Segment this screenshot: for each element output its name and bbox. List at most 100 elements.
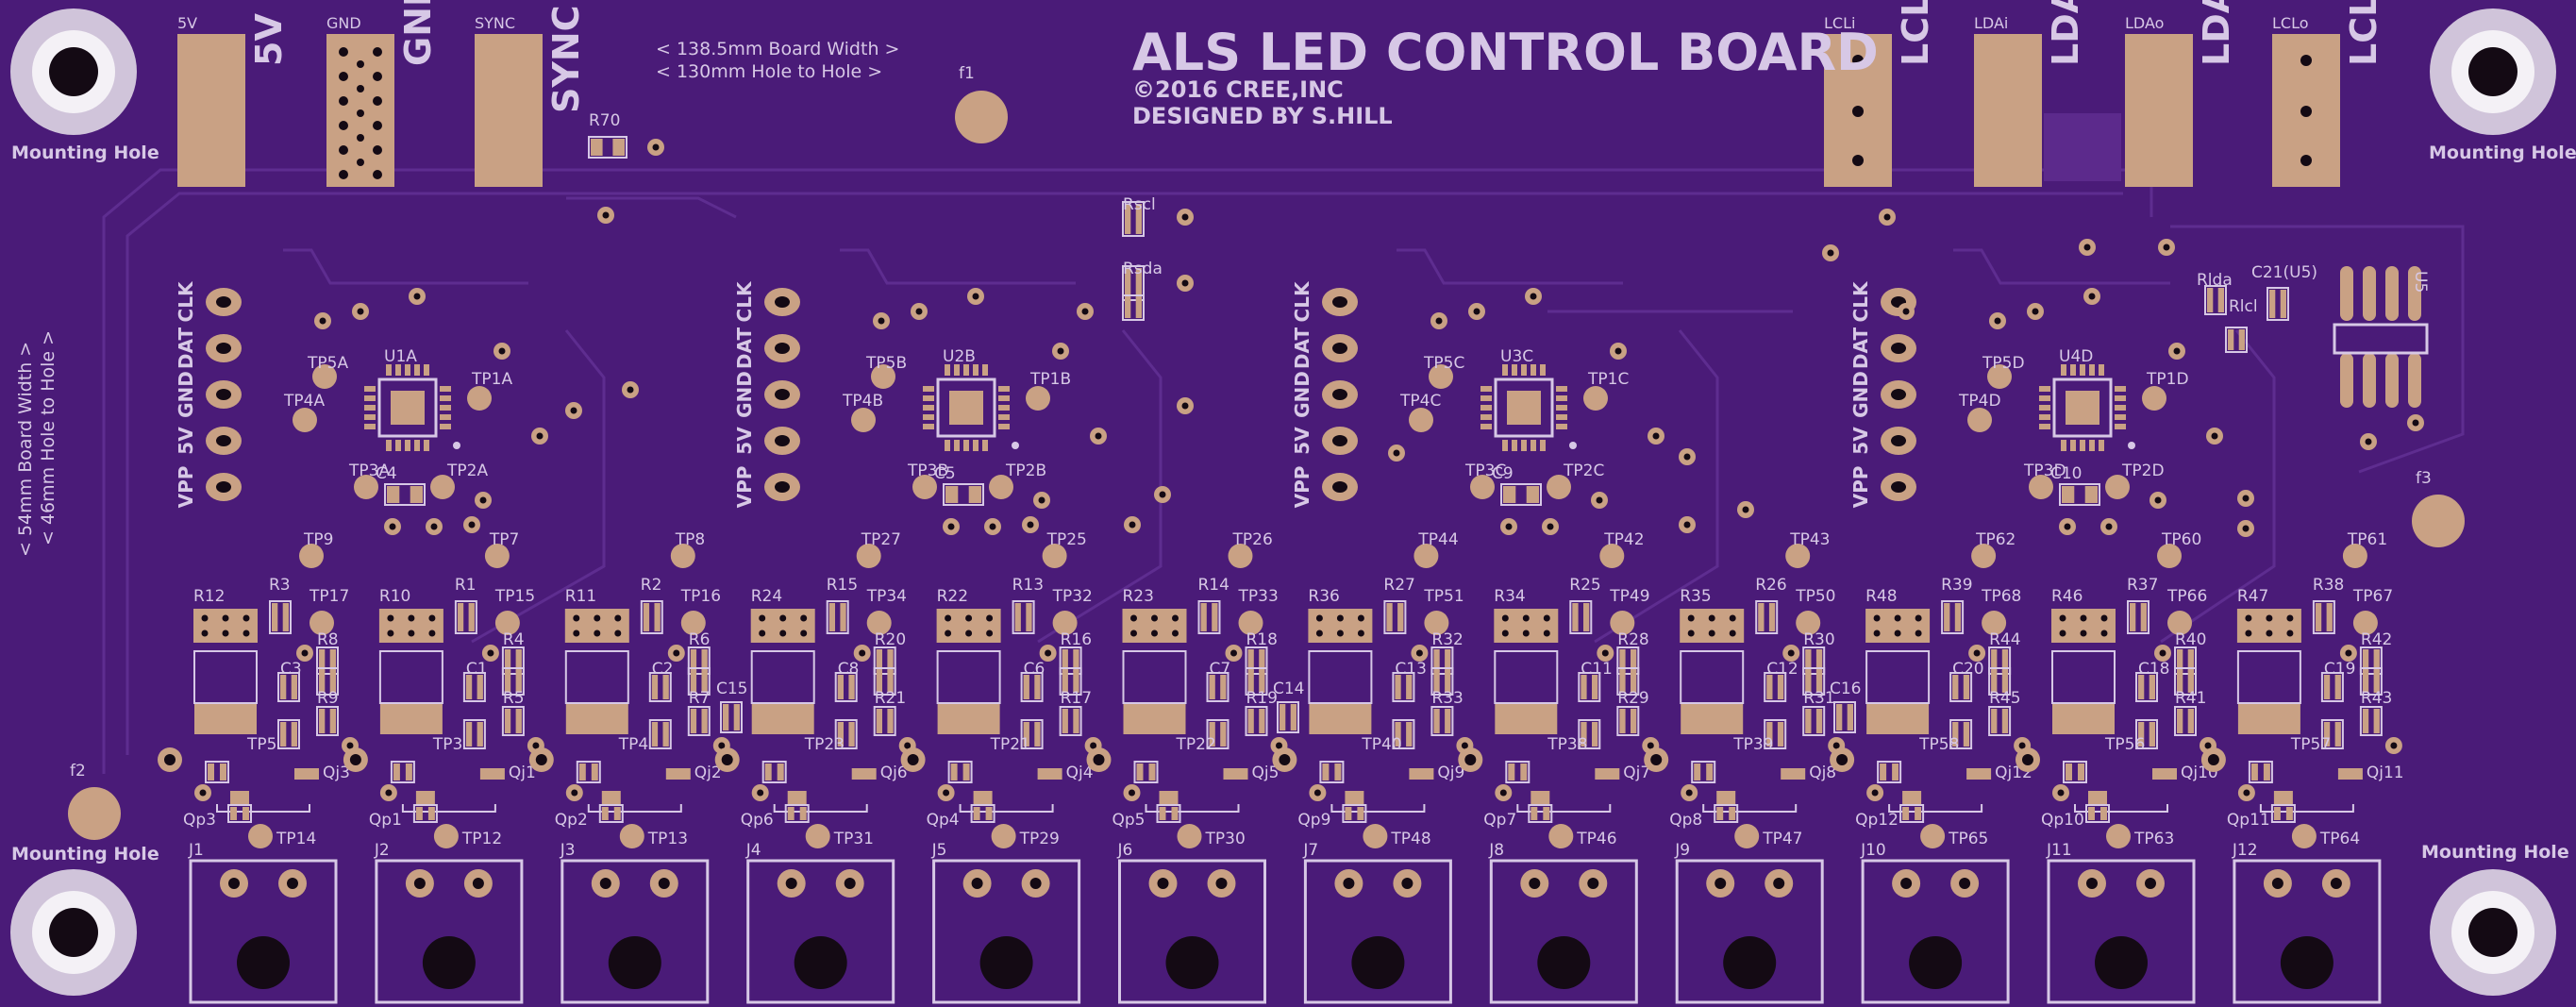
channel-j11-connector-body bbox=[2047, 859, 2196, 1004]
channel-j3-r1-pad-b bbox=[654, 603, 661, 631]
channel-j10-qj-pad-outline bbox=[1877, 761, 1902, 783]
channel-j7-fet-tab bbox=[1309, 704, 1372, 734]
channel-j10-conn-drill bbox=[1909, 936, 1963, 989]
channel-j5-r2b-pad-b bbox=[1073, 670, 1079, 693]
ic-group-1-tp-b-label: TP4B bbox=[842, 392, 883, 411]
channel-j5-capb-pad-b bbox=[1034, 722, 1041, 747]
channel-j12-qp-label: Qp11 bbox=[2227, 811, 2270, 830]
channel-j10-rbig-hole bbox=[1873, 629, 1881, 637]
channel-j9-r2-label: R30 bbox=[1803, 630, 1834, 649]
channel-j8-r3-outline bbox=[1616, 706, 1640, 736]
gnd-via-hole bbox=[339, 72, 348, 81]
ic-group-3-tp-d-pad bbox=[2029, 475, 2053, 499]
ic-group-2-header-label-dat: DAT bbox=[1291, 327, 1313, 370]
channel-j4-r1-pad-b bbox=[840, 603, 846, 631]
channel-j8-qp-pad-outline bbox=[1528, 804, 1553, 823]
channel-j3-conn-pin-1-drill bbox=[599, 878, 611, 889]
ic-group-2-cap-pad-b bbox=[1526, 486, 1539, 503]
connector-sync-label: SYNC bbox=[545, 5, 587, 113]
channel-j9-qp-pad-pad-b bbox=[1729, 807, 1736, 820]
ic-group-1-ic-pin bbox=[973, 440, 979, 451]
channel-j2-tp-top-pad bbox=[484, 544, 510, 568]
ic-group-3-via-f-drill bbox=[2173, 347, 2181, 355]
channel-j2-fet-tab bbox=[379, 704, 443, 734]
mounting-hole-bl-drill bbox=[49, 908, 98, 957]
channel-j11-capb-outline bbox=[2135, 719, 2158, 749]
channel-j8-qj-pad-pad-a bbox=[1508, 764, 1515, 780]
channel-j2-cap-outline bbox=[462, 672, 486, 702]
channel-j6-connector-label: J6 bbox=[1117, 841, 1133, 860]
channel-j10-qp-pad-outline bbox=[1899, 804, 1925, 823]
connector-gnd-label-small: GND bbox=[326, 14, 361, 32]
channel-j9-cap-pad-b bbox=[1777, 675, 1784, 699]
channel-j2-r1-label: R1 bbox=[455, 576, 477, 595]
channel-j12-rbig-label: R47 bbox=[2237, 587, 2268, 606]
channel-j8-qj-pad-outline bbox=[1505, 761, 1531, 783]
connector-5v-label: 5V bbox=[248, 13, 290, 66]
ic-group-2-via-g-drill bbox=[1652, 432, 1660, 440]
channel-j7-rbig-hole bbox=[1357, 614, 1364, 622]
channel-j2-rbig-hole bbox=[408, 629, 415, 637]
channel-j8-rbig-pad bbox=[1494, 609, 1559, 643]
ic-group-2-cap-outline bbox=[1500, 483, 1542, 506]
via-misc-13-drill bbox=[1902, 308, 1910, 315]
channel-j9-connector-label: J9 bbox=[1674, 841, 1690, 860]
channel-j11-qj-pad-pad-b bbox=[2078, 764, 2084, 780]
extra-cap-label-c16: C16 bbox=[1830, 680, 1862, 698]
channel-j10-qp-pad-pad-b bbox=[1915, 807, 1922, 820]
channel-j8-tp-low-label: TP38 bbox=[1547, 735, 1587, 754]
channel-j10-cap-pad-b bbox=[1963, 675, 1970, 699]
channel-j1-qp-pad-pad-a bbox=[230, 807, 237, 820]
trace-11 bbox=[566, 196, 737, 219]
channel-j12-qj-lead bbox=[2337, 768, 2363, 780]
channel-j1-tp-low-label: TP5 bbox=[246, 735, 276, 754]
connector-lclo-label-small: LCLo bbox=[2272, 14, 2309, 32]
channel-j3-qp-pad-outline bbox=[598, 804, 624, 823]
ic-group-2-via-d-drill bbox=[1473, 308, 1480, 315]
channel-j11-tp-bot-pad bbox=[2106, 824, 2131, 848]
channel-j5-tp-bot-label: TP29 bbox=[1019, 830, 1060, 848]
channel-j9-tp-bot-pad bbox=[1734, 824, 1760, 848]
channel-j3-tp-mid-pad bbox=[680, 611, 706, 635]
channel-j11-qp-pad-pad-b bbox=[2100, 807, 2107, 820]
channel-j8-capb-outline bbox=[1578, 719, 1601, 749]
ic-group-0-tp-e-pad bbox=[430, 475, 455, 499]
channel-j3-rbig-label: R11 bbox=[565, 587, 596, 606]
channel-j6-tp-bot-pad bbox=[1177, 824, 1202, 848]
channel-j8-r2-pad-b bbox=[1631, 649, 1637, 672]
ic-group-0-ic-pad bbox=[391, 391, 425, 425]
channel-j8-via-a-drill bbox=[1601, 649, 1609, 657]
channel-j7-r3-label: R33 bbox=[1431, 689, 1463, 708]
trace-9 bbox=[2160, 329, 2276, 644]
ic-group-3-ic-pad bbox=[2066, 391, 2099, 425]
channel-j1-tp-bot-label: TP14 bbox=[276, 830, 316, 848]
channel-j5-capb-outline bbox=[1020, 719, 1044, 749]
channel-j6-r3-outline bbox=[1245, 706, 1268, 736]
channel-j3-cap-pad-a bbox=[651, 675, 659, 699]
channel-j11-r2-label: R40 bbox=[2175, 630, 2206, 649]
channel-j12-qj-pad-pad-b bbox=[2263, 764, 2270, 780]
channel-j9-r3-label: R31 bbox=[1803, 689, 1834, 708]
channel-j9-tp-mid-label: TP50 bbox=[1795, 587, 1835, 606]
channel-j2-r2-pad-a bbox=[504, 649, 511, 672]
channel-j7-tp-bot-label: TP48 bbox=[1390, 830, 1430, 848]
channel-j4-via-a-drill bbox=[859, 649, 866, 657]
channel-j1-conn-drill bbox=[237, 936, 290, 989]
channel-j2-tp-mid-pad bbox=[494, 611, 520, 635]
channel-j10-qp-outline bbox=[1888, 804, 1983, 813]
channel-j5-rbig-hole bbox=[945, 614, 952, 622]
ic-group-3-ic-pin bbox=[2070, 364, 2076, 376]
channel-j4-r2b-outline bbox=[873, 667, 896, 696]
channel-j7-qp-outline bbox=[1330, 804, 1426, 813]
ic-group-3-tp-c-label: TP1D bbox=[2146, 370, 2189, 389]
channel-j9-rbig-hole bbox=[1687, 614, 1695, 622]
channel-j7-via-a-drill bbox=[1415, 649, 1423, 657]
channel-j4-rbig-hole bbox=[759, 614, 766, 622]
channel-j5-rbig-hole bbox=[945, 629, 952, 637]
channel-j6-qj-pad-pad-a bbox=[1136, 764, 1144, 780]
channel-j1-tp-bot-pad bbox=[248, 824, 273, 848]
channel-j4-r2-pad-a bbox=[876, 649, 882, 672]
channel-j12-r1-label: R38 bbox=[2313, 576, 2344, 595]
ic-group-2-via-f-drill bbox=[1614, 347, 1622, 355]
